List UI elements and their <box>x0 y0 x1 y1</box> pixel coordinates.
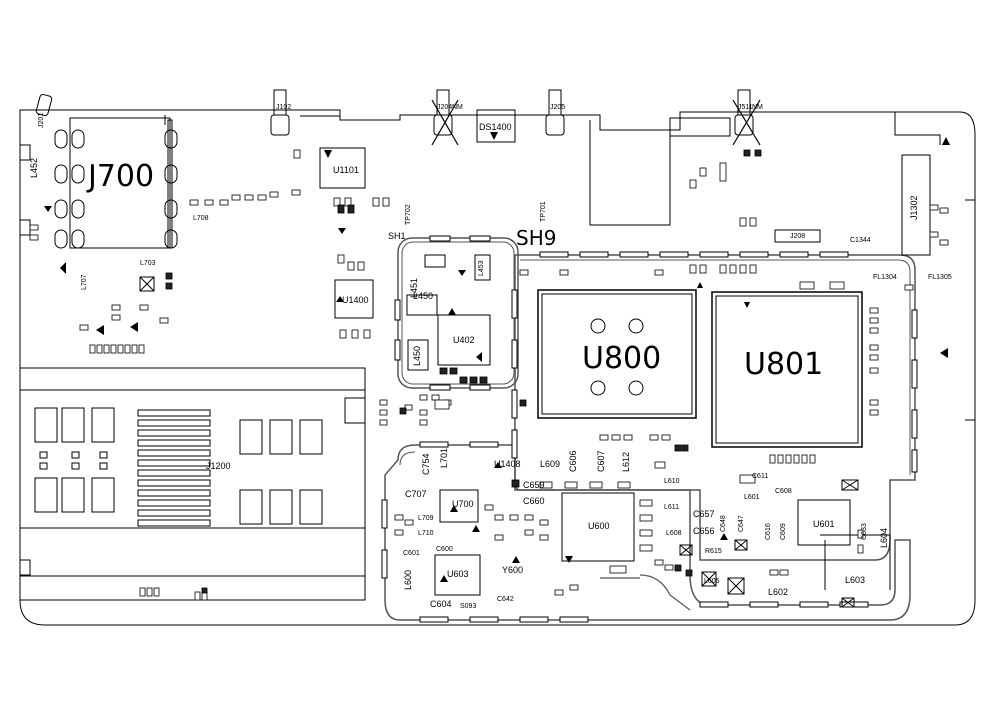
c647-label: C647 <box>738 515 745 532</box>
sh1-label: SH1 <box>388 231 406 241</box>
nm-label-1: NM <box>452 104 463 111</box>
u402-label: U402 <box>453 335 475 345</box>
sh9-label: SH9 <box>516 226 557 250</box>
l600-label: L600 <box>403 569 413 590</box>
u801-label: U801 <box>744 347 824 382</box>
c604-label: C604 <box>430 599 452 609</box>
l708-label: L708 <box>193 215 209 222</box>
board-edge <box>19 109 976 626</box>
l611-label: L611 <box>664 504 680 511</box>
c707-label: C707 <box>405 489 427 499</box>
l610-label: L610 <box>664 478 680 485</box>
l450b-label: L450 <box>412 345 422 366</box>
l609-label: L609 <box>540 459 561 469</box>
l453-label: L453 <box>478 260 485 276</box>
c633-label: C633 <box>861 523 868 540</box>
c616-label: C616 <box>765 523 772 540</box>
j208-label: J208 <box>790 233 806 240</box>
c611-label: C611 <box>752 473 769 480</box>
c642-label: C642 <box>497 596 514 603</box>
y600-label: Y600 <box>502 565 524 575</box>
l603-label: L603 <box>845 575 866 585</box>
j700-label: J700 <box>88 159 155 194</box>
c600-label: C600 <box>436 546 453 553</box>
u1400-label: U1400 <box>342 295 369 305</box>
l605-label: L605 <box>704 578 720 585</box>
c656-label: C656 <box>693 526 715 536</box>
c607-label: C607 <box>596 450 606 472</box>
c609-label: C609 <box>780 523 787 540</box>
j511-label: J511 <box>738 104 753 111</box>
c659-label: C659 <box>523 480 545 490</box>
u600-label: U600 <box>588 521 610 531</box>
u1101-label: U1101 <box>333 165 359 175</box>
l612-label: L612 <box>621 451 631 472</box>
l701-label: L701 <box>439 447 449 468</box>
j102-label: J102 <box>276 104 292 111</box>
l709-label: L709 <box>418 515 434 522</box>
fl1305-label: FL1305 <box>928 274 952 281</box>
l450-label: L450 <box>413 291 434 301</box>
l602-label: L602 <box>768 587 789 597</box>
c648-label: C648 <box>720 515 727 532</box>
c608-label: C608 <box>775 488 792 495</box>
j1302-label: J1302 <box>909 195 919 220</box>
l703-label: L703 <box>140 260 156 267</box>
c1344-label: C1344 <box>850 237 871 244</box>
j205-label: J205 <box>550 104 566 111</box>
c606-label: C606 <box>568 450 578 472</box>
fl1304-label: FL1304 <box>873 274 897 281</box>
j201-label: J201 <box>38 112 45 128</box>
nm-label-2: NM <box>752 104 763 111</box>
l604-label: L604 <box>879 527 889 548</box>
u700-label: U700 <box>452 499 474 509</box>
l707-label: L707 <box>81 274 88 290</box>
j1200-label: J1200 <box>206 461 231 471</box>
tp702-label: TP702 <box>405 204 412 225</box>
l601-label: L601 <box>744 494 760 501</box>
u601-label: U601 <box>813 519 835 529</box>
l452-label: L452 <box>29 157 39 178</box>
l608-label: L608 <box>666 530 682 537</box>
ds1400-label: DS1400 <box>479 122 512 132</box>
u1408-label: U1408 <box>494 459 521 469</box>
l710-label: L710 <box>418 530 434 537</box>
s093-label: S093 <box>460 603 477 610</box>
c660-label: C660 <box>523 496 545 506</box>
c754-label: C754 <box>421 453 431 475</box>
tp701-label: TP701 <box>540 201 547 222</box>
c601-label: C601 <box>403 550 420 557</box>
j204-label: J204 <box>437 104 453 111</box>
c657-label: C657 <box>693 509 715 519</box>
u603-label: U603 <box>447 569 469 579</box>
u800-label: U800 <box>582 341 662 376</box>
r615-label: R615 <box>705 548 722 555</box>
